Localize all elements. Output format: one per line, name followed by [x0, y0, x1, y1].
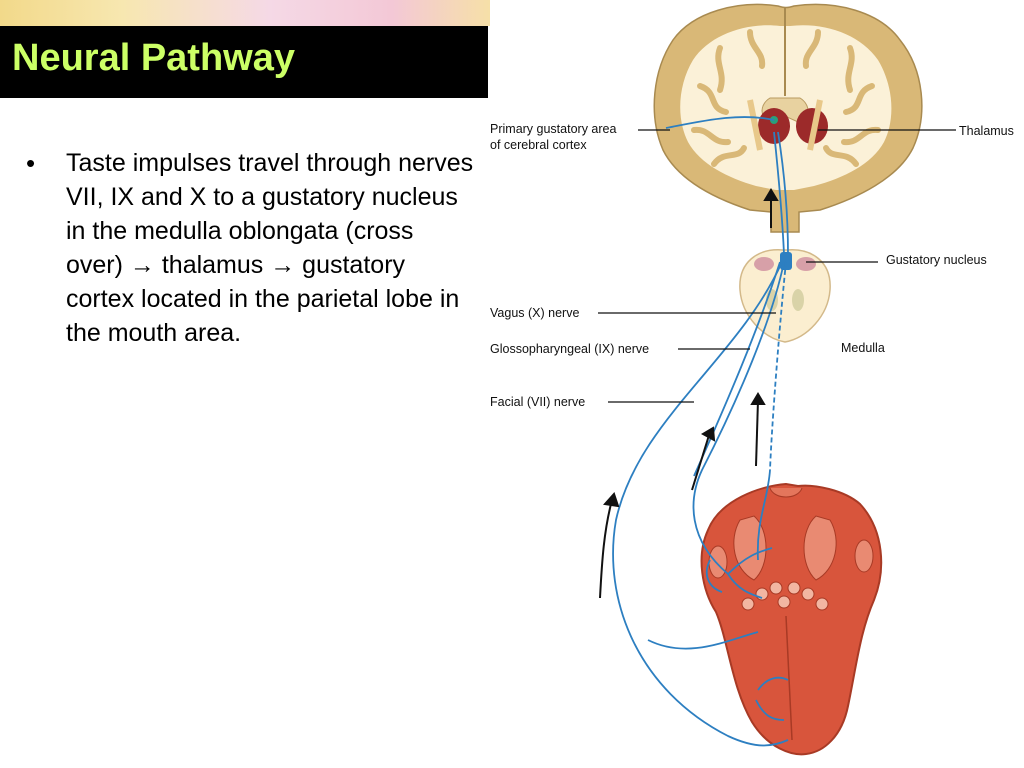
- title-bar: [0, 26, 488, 98]
- glossopharyngeal-fiber-2: [693, 261, 781, 477]
- tongue-branches-3: [705, 559, 723, 593]
- thalamus-left: [758, 108, 790, 144]
- lingual-tonsil-left: [733, 515, 767, 581]
- bullet-icon: •: [26, 148, 36, 178]
- thalamus-to-cortex-fiber: [665, 116, 775, 129]
- brain-section: [653, 3, 923, 233]
- gustatory-nucleus: [780, 252, 792, 270]
- arrow-vagus-head: [700, 426, 716, 442]
- lingual-tonsil-right: [803, 515, 837, 581]
- tongue-branches-2: [755, 676, 789, 721]
- diagram-labels: Primary gustatory area of cerebral corte…: [490, 122, 1014, 409]
- nerve-pathways: [612, 116, 789, 747]
- arrow-to-thalamus-head: [763, 188, 779, 201]
- medulla-to-thalamus-fiber-1: [773, 131, 785, 255]
- leader-lines: [598, 129, 956, 403]
- medulla-section: [739, 249, 831, 343]
- label-gustatory-nucleus: Gustatory nucleus: [886, 253, 987, 267]
- vallate-papillae: [741, 581, 829, 611]
- epiglottis: [769, 487, 803, 498]
- arrow-facial: [599, 499, 613, 599]
- tonsil-left: [708, 545, 728, 579]
- internal-capsule: [747, 99, 823, 151]
- medulla-outline: [739, 249, 831, 343]
- medulla-dorsal-left: [754, 257, 774, 271]
- taste-pathway-diagram: Primary gustatory area of cerebral corte…: [490, 3, 1014, 756]
- glossopharyngeal-fiber: [692, 261, 785, 575]
- medulla-dorsal-right: [796, 257, 816, 271]
- vagus-fiber: [769, 261, 787, 471]
- label-primary-gustatory-line1: Primary gustatory area: [490, 122, 616, 136]
- direction-arrows: [599, 188, 779, 599]
- tongue: [700, 482, 883, 756]
- facial-fiber-branch: [647, 631, 759, 650]
- label-medulla: Medulla: [841, 341, 885, 355]
- label-primary-gustatory-line2: of cerebral cortex: [490, 138, 587, 152]
- arrow-facial-head: [603, 492, 620, 508]
- vagus-fiber-solid: [756, 469, 771, 561]
- tongue-branches-1: [727, 547, 773, 599]
- slide-title: Neural Pathway: [12, 37, 295, 79]
- label-glossopharyngeal-nerve: Glossopharyngeal (IX) nerve: [490, 342, 649, 356]
- label-vagus-nerve: Vagus (X) nerve: [490, 306, 579, 320]
- label-facial-nerve: Facial (VII) nerve: [490, 395, 585, 409]
- medulla-to-thalamus-fiber-2: [777, 131, 789, 255]
- medulla-olive-right: [792, 289, 804, 311]
- decorative-header-strip: [0, 0, 490, 26]
- facial-fiber: [612, 261, 789, 747]
- cortical-folds: [691, 29, 881, 167]
- bullet-text: Taste impulses travel through nerves VII…: [66, 149, 474, 347]
- arrow-ix: [755, 399, 759, 467]
- arrow-vagus: [691, 431, 711, 491]
- median-sulcus: [785, 615, 793, 741]
- arrow-ix-head: [750, 392, 766, 405]
- tonsil-right: [854, 539, 874, 573]
- label-thalamus: Thalamus: [959, 124, 1014, 138]
